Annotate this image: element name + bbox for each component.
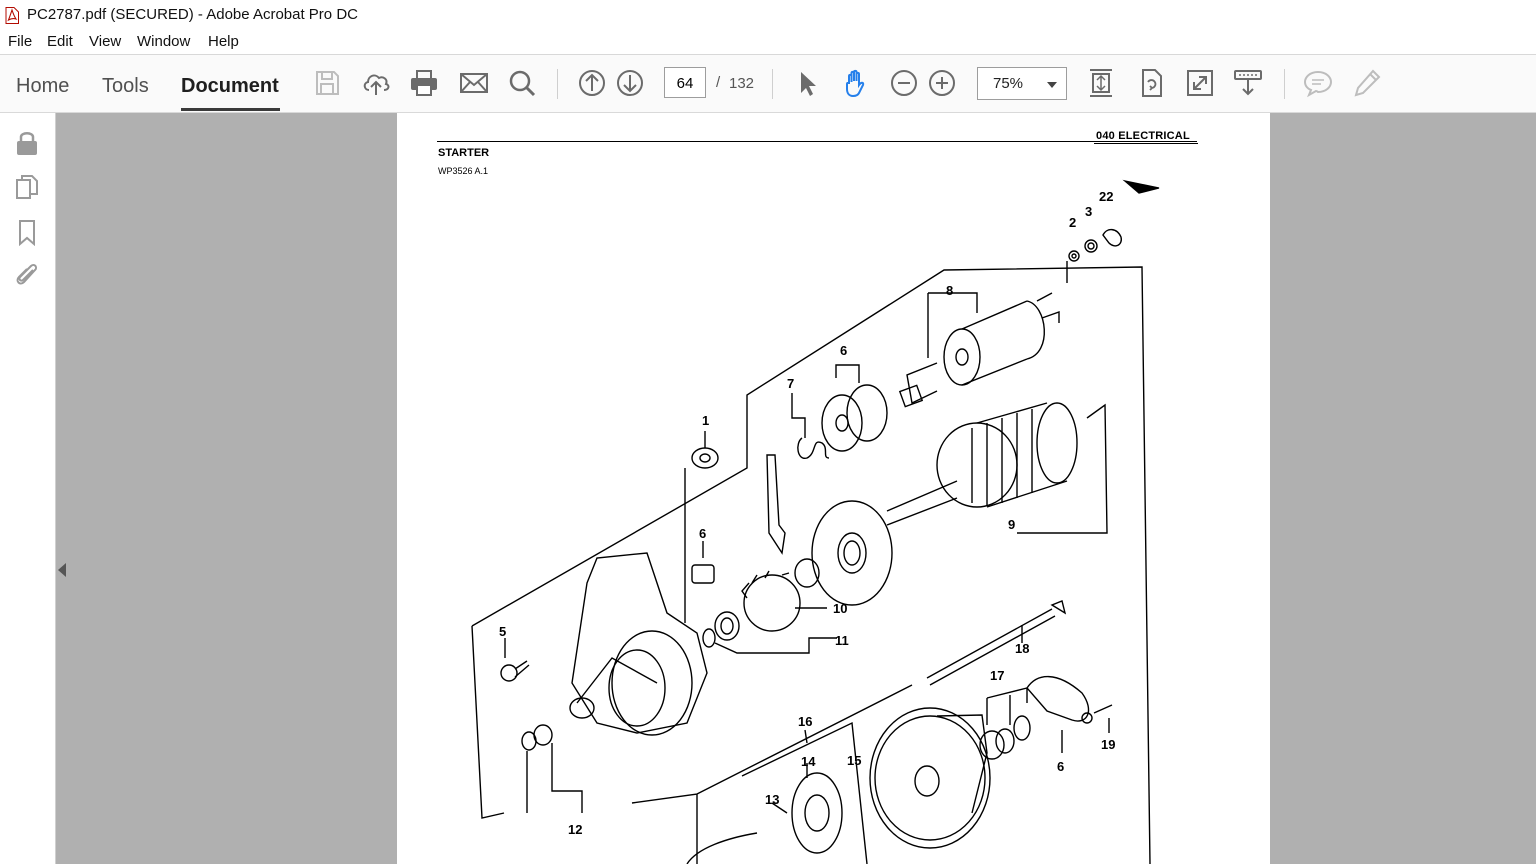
header-underline bbox=[1094, 143, 1198, 144]
read-mode-icon[interactable] bbox=[1232, 67, 1264, 99]
callout-label: 13 bbox=[765, 792, 779, 807]
callout-label: 6 bbox=[699, 526, 706, 541]
active-tab-indicator bbox=[181, 108, 280, 111]
search-icon[interactable] bbox=[506, 67, 538, 99]
starter-exploded-diagram: 22 2 3 8 6 7 1 9 6 10 11 5 18 17 16 15 1… bbox=[471, 179, 1160, 864]
comment-icon[interactable] bbox=[1302, 67, 1334, 99]
callout-label: 3 bbox=[1085, 204, 1092, 219]
zoom-out-icon[interactable] bbox=[888, 67, 920, 99]
chevron-down-icon bbox=[1047, 82, 1057, 88]
callout-label: 18 bbox=[1015, 641, 1029, 656]
callout-label: 5 bbox=[499, 624, 506, 639]
tab-tools[interactable]: Tools bbox=[102, 75, 149, 97]
full-screen-icon[interactable] bbox=[1184, 67, 1216, 99]
callout-label: 8 bbox=[946, 283, 953, 298]
tab-document[interactable]: Document bbox=[181, 75, 279, 97]
callout-label: 14 bbox=[801, 754, 816, 769]
callout-label: 17 bbox=[990, 668, 1004, 683]
callout-label: 2 bbox=[1069, 215, 1076, 230]
menu-file[interactable]: File bbox=[8, 33, 33, 50]
header-rule bbox=[437, 141, 1197, 142]
next-page-icon[interactable] bbox=[614, 67, 646, 99]
callout-label: 7 bbox=[787, 376, 794, 391]
zoom-value: 75% bbox=[993, 75, 1024, 92]
toolbar-separator bbox=[1284, 69, 1285, 99]
callout-label: 16 bbox=[798, 714, 812, 729]
title-bar: PC2787.pdf (SECURED) - Adobe Acrobat Pro… bbox=[0, 0, 1536, 30]
menu-bar: File Edit View Window Help bbox=[0, 30, 1536, 55]
save-icon[interactable] bbox=[311, 67, 343, 99]
lock-icon[interactable] bbox=[13, 129, 41, 157]
menu-help[interactable]: Help bbox=[208, 33, 239, 50]
callout-label: 19 bbox=[1101, 737, 1115, 752]
page-separator: / bbox=[716, 74, 721, 91]
callout-label: 11 bbox=[835, 633, 849, 648]
previous-page-icon[interactable] bbox=[576, 67, 608, 99]
callout-label: 1 bbox=[702, 413, 709, 428]
collapse-pane-icon[interactable] bbox=[58, 563, 66, 577]
menu-edit[interactable]: Edit bbox=[47, 33, 73, 50]
print-icon[interactable] bbox=[408, 67, 440, 99]
toolbar-separator bbox=[557, 69, 558, 99]
pdf-page: 040 ELECTRICAL STARTER WP3526 A.1 bbox=[397, 113, 1270, 864]
callout-label: 10 bbox=[833, 601, 847, 616]
window-title: PC2787.pdf (SECURED) - Adobe Acrobat Pro… bbox=[27, 6, 358, 23]
tab-home[interactable]: Home bbox=[16, 75, 70, 97]
upload-icon[interactable] bbox=[360, 67, 392, 99]
toolbar: Home Tools Document 64 / 132 75% bbox=[0, 55, 1536, 113]
menu-window[interactable]: Window bbox=[137, 33, 191, 50]
page-header-section: 040 ELECTRICAL bbox=[1096, 130, 1190, 142]
bookmark-icon[interactable] bbox=[13, 218, 41, 247]
total-pages: 132 bbox=[729, 75, 755, 92]
rotate-icon[interactable] bbox=[1135, 67, 1167, 99]
fit-page-icon[interactable] bbox=[1085, 67, 1117, 99]
select-cursor-icon[interactable] bbox=[791, 67, 823, 99]
highlight-pen-icon[interactable] bbox=[1351, 67, 1383, 99]
zoom-in-icon[interactable] bbox=[926, 67, 958, 99]
section-title: STARTER bbox=[438, 147, 490, 159]
email-icon[interactable] bbox=[458, 67, 490, 99]
page-number-input[interactable]: 64 bbox=[664, 67, 706, 98]
pdf-icon bbox=[5, 7, 19, 24]
toolbar-separator bbox=[772, 69, 773, 99]
callout-label: 6 bbox=[840, 343, 847, 358]
menu-view[interactable]: View bbox=[89, 33, 122, 50]
callout-label: 15 bbox=[847, 753, 861, 768]
pages-icon[interactable] bbox=[13, 173, 41, 201]
attachment-icon[interactable] bbox=[13, 261, 41, 289]
left-navigation-pane bbox=[0, 113, 56, 864]
callout-label: 22 bbox=[1099, 189, 1113, 204]
callout-label: 12 bbox=[568, 822, 582, 837]
zoom-select[interactable]: 75% bbox=[977, 67, 1067, 100]
section-code: WP3526 A.1 bbox=[438, 166, 489, 176]
hand-tool-icon[interactable] bbox=[840, 67, 872, 99]
callout-label: 6 bbox=[1057, 759, 1064, 774]
callout-label: 9 bbox=[1008, 517, 1015, 532]
